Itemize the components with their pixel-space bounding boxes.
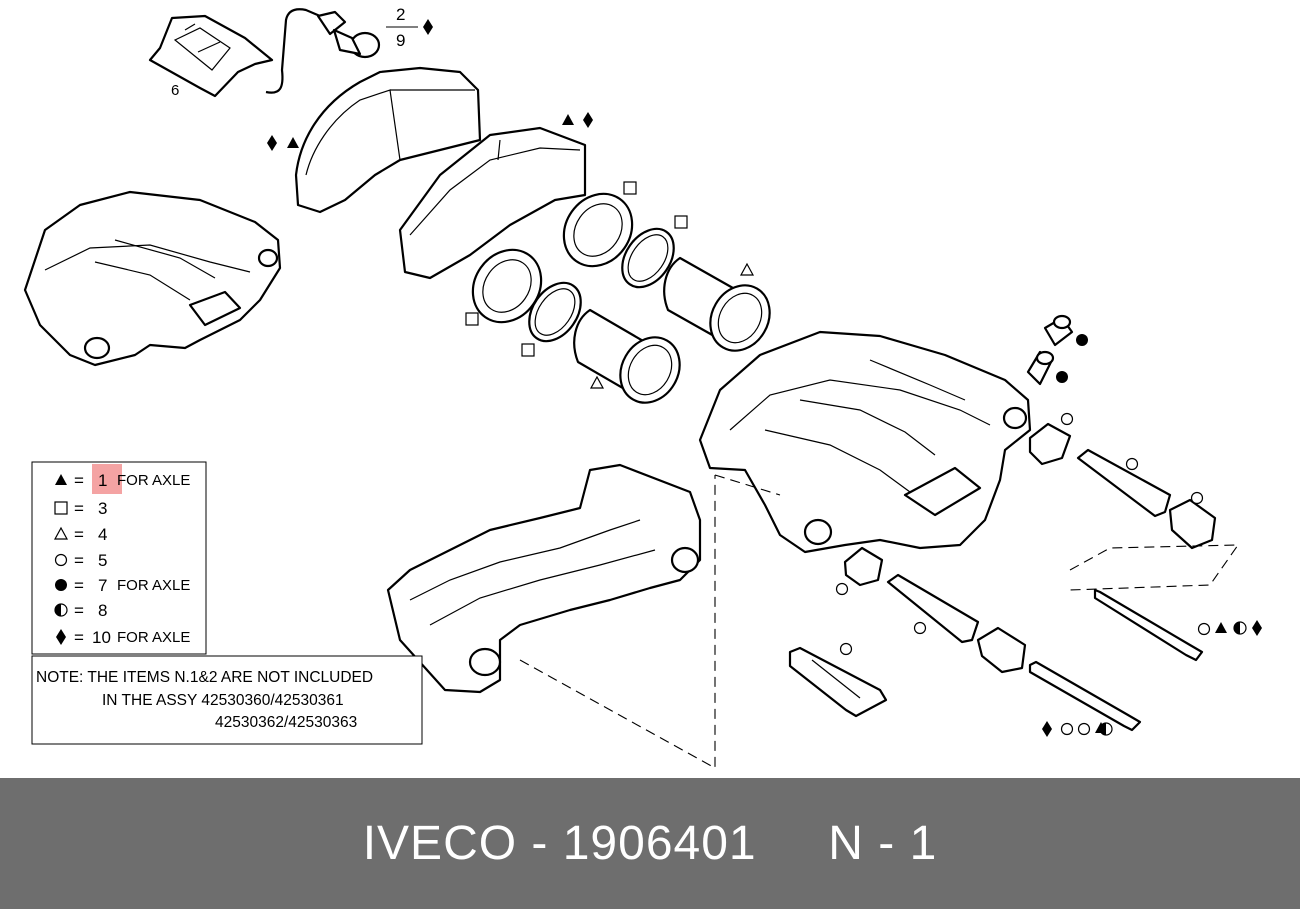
legend-equals: =: [74, 499, 84, 518]
note-line-2: IN THE ASSY 42530360/42530361: [102, 692, 344, 709]
guide-pin-lower-set: [843, 546, 1142, 732]
legend-equals: =: [74, 601, 84, 620]
legend-suffix: FOR AXLE: [117, 629, 190, 646]
footer-caption-bar: IVECO - 1906401 N - 1: [0, 778, 1300, 909]
seal-rings: [471, 192, 675, 343]
legend-row: =4: [54, 525, 107, 544]
legend-equals: =: [74, 525, 84, 544]
wear-sensor-part: [265, 8, 381, 94]
legend-item-number: 5: [98, 551, 107, 570]
legend-item-number: 8: [98, 601, 107, 620]
caliper-carrier-bracket: [386, 463, 702, 694]
brake-pad-outer: [294, 66, 482, 214]
legend-row: = 10 FOR AXLE: [56, 628, 190, 647]
legend-equals: =: [74, 551, 84, 570]
legend-item-number: 1: [98, 471, 107, 490]
note-box: NOTE: THE ITEMS N.1&2 ARE NOT INCLUDED I…: [31, 655, 423, 745]
legend-equals: =: [74, 471, 84, 490]
note-line-3: 42530362/42530363: [215, 714, 357, 731]
diamond-symbol-icon: [423, 19, 433, 35]
legend-highlight: [92, 464, 122, 494]
caliper-pistons: [573, 256, 771, 404]
part-caption: IVECO - 1906401 N - 1: [362, 817, 938, 870]
open-circle-icon: [54, 553, 68, 567]
legend-row: =3: [54, 499, 107, 518]
guide-pin-upper-set: [1028, 422, 1240, 662]
clip-callout-number: 6: [171, 82, 179, 99]
brake-caliper-exploded-diagram: 6 2 9: [23, 5, 1262, 769]
legend-suffix: FOR AXLE: [117, 577, 190, 594]
legend-row: = 7 FOR AXLE: [55, 576, 190, 595]
bleeder-screws: [1026, 314, 1074, 386]
open-square-icon: [54, 501, 68, 515]
grease-tube-part: [788, 646, 888, 718]
legend-row: =8: [54, 601, 107, 620]
legend-item-number: 4: [98, 525, 107, 544]
legend-item-number: 3: [98, 499, 107, 518]
brake-pad-inner: [398, 126, 587, 280]
half-circle-icon: [54, 603, 68, 617]
caliper-assembly-main: [698, 330, 1032, 554]
legend-item-number: 10: [92, 628, 111, 647]
pad-clip-part: [148, 14, 274, 98]
note-line-1: NOTE: THE ITEMS N.1&2 ARE NOT INCLUDED: [36, 669, 373, 686]
caliper-assembly-left: [23, 190, 282, 367]
legend-row: = 1 FOR AXLE: [55, 471, 190, 490]
legend-equals: =: [74, 576, 84, 595]
sensor-callout-top: 2: [396, 5, 405, 24]
legend-item-number: 7: [98, 576, 107, 595]
sensor-callout-bottom: 9: [396, 31, 405, 50]
filled-circle-icon: [55, 579, 67, 591]
legend-row: =5: [54, 551, 107, 570]
legend-equals: =: [74, 628, 84, 647]
legend-suffix: FOR AXLE: [117, 472, 190, 489]
